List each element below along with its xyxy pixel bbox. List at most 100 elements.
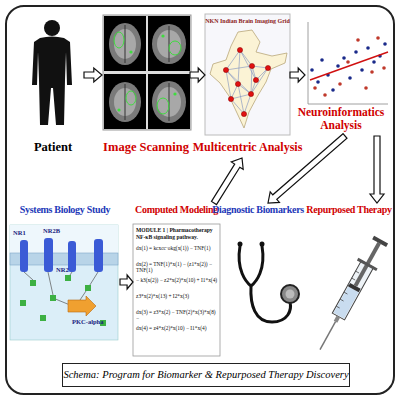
roi-dot	[173, 92, 176, 95]
node-caption: Multicentric Analysis	[189, 141, 306, 154]
node-caption: Repurposed Therapy	[303, 204, 395, 215]
schema-caption: Schema: Program for Biomarker & Repurpos…	[62, 363, 350, 387]
node-caption: Systems Biology Study	[10, 204, 120, 215]
equation-line: dx(1) = kcxcc·okg(x(1)) − TNF(1)	[136, 245, 218, 251]
network-sites	[223, 47, 270, 116]
network-link	[231, 99, 244, 114]
roi-outline	[126, 91, 136, 105]
diagram-node: Image Scanning	[102, 14, 190, 158]
module-heading: NF-κB signaling pathway.	[136, 234, 218, 240]
data-point	[313, 86, 317, 90]
patient-silhouette	[32, 20, 72, 125]
data-point	[360, 68, 364, 72]
node-caption: Neuroinformatics Analysis	[295, 106, 387, 131]
data-point	[336, 64, 340, 68]
blue-points	[310, 42, 387, 92]
data-point	[323, 93, 327, 97]
protein-block	[50, 295, 56, 301]
data-point	[366, 46, 370, 50]
site-dot	[241, 111, 246, 116]
data-point	[310, 68, 314, 72]
scatter-plot	[308, 22, 388, 104]
map-frame	[205, 14, 290, 135]
india-network-map	[205, 14, 290, 135]
data-point	[364, 86, 368, 90]
protein-block	[85, 285, 91, 291]
flow-arrow	[370, 136, 384, 203]
equation-line: dx(3) = z3*x(2) − TNF(2)*x(3)*x(8) −	[136, 309, 218, 321]
roi-outline	[169, 41, 181, 55]
roi-dot	[161, 34, 164, 37]
data-point	[372, 60, 376, 64]
equation-line: z3*x(2)*x(13) + I2*x(3)	[136, 293, 218, 299]
network-link	[251, 66, 252, 94]
protein-block	[20, 300, 26, 306]
data-point	[382, 66, 386, 70]
node-caption: Diagnostic Biomarkers	[207, 204, 309, 215]
data-point	[376, 36, 380, 40]
flow-arrow	[268, 134, 347, 203]
thumb-rest	[372, 236, 388, 247]
equation-line: − k3(x(2)) − z2*x(2)*x(10) + I1*x(4)	[136, 277, 218, 283]
data-point	[338, 82, 342, 86]
flow-arrow	[212, 158, 244, 205]
node-caption: Image Scanning	[96, 141, 196, 155]
network-link	[238, 50, 240, 84]
node-caption: Patient	[12, 141, 94, 155]
data-point	[320, 58, 324, 62]
network-links	[226, 50, 268, 114]
data-point	[316, 80, 320, 84]
diagram-node: NKN Indian Brain Imaging GridMulticentri…	[205, 14, 290, 158]
receptor-label: NR1	[13, 229, 33, 236]
plot-axes	[308, 22, 388, 104]
receptor-label: NR2B	[43, 227, 67, 234]
network-link	[238, 84, 244, 114]
diagram-node: Systems Biology Study	[10, 203, 120, 345]
diagram-node: Patient	[22, 14, 84, 158]
syringe-barrel	[332, 261, 373, 320]
data-point	[348, 76, 352, 80]
protein-block	[40, 315, 46, 321]
receptor	[68, 241, 76, 272]
plunger-rod	[354, 242, 381, 287]
site-dot	[248, 91, 253, 96]
site-dot	[223, 67, 228, 72]
stethoscope-tube	[239, 246, 290, 322]
site-dot	[253, 77, 258, 82]
site-dot	[235, 81, 240, 86]
cell-signaling-illustration	[10, 225, 118, 340]
site-dot	[265, 65, 270, 70]
flow-arrow	[190, 68, 205, 82]
site-dot	[237, 47, 242, 52]
equation-panel	[133, 224, 220, 356]
receptor-label: NR2	[56, 266, 76, 273]
node-caption: Computed Modeling	[129, 204, 224, 215]
roi-outline	[157, 98, 169, 114]
roi-dot	[117, 108, 120, 111]
data-point	[383, 42, 387, 46]
receptor	[94, 239, 103, 272]
diagram-node: Neuroinformatics Analysis	[305, 14, 390, 136]
data-point	[331, 88, 335, 92]
syringe-symbol	[310, 234, 390, 355]
data-point	[346, 60, 350, 64]
flow-arrow	[120, 275, 133, 289]
module-heading: MODULE 1 | Pharmacotherapy	[136, 227, 218, 233]
diagram-node: Repurposed Therapy	[310, 203, 390, 355]
flow-arrow	[84, 68, 102, 82]
network-link	[251, 68, 268, 94]
mri-scans	[103, 15, 191, 130]
stethoscope-symbol	[238, 242, 300, 323]
outer-frame	[6, 6, 394, 394]
chest-piece-center	[286, 290, 295, 299]
network-link	[244, 94, 251, 114]
roi-outline	[114, 32, 124, 48]
network-link	[240, 50, 256, 80]
network-link	[240, 50, 252, 66]
pkc-arrow-shape	[68, 296, 96, 316]
protein-block	[65, 275, 71, 281]
protein-block	[30, 280, 36, 286]
